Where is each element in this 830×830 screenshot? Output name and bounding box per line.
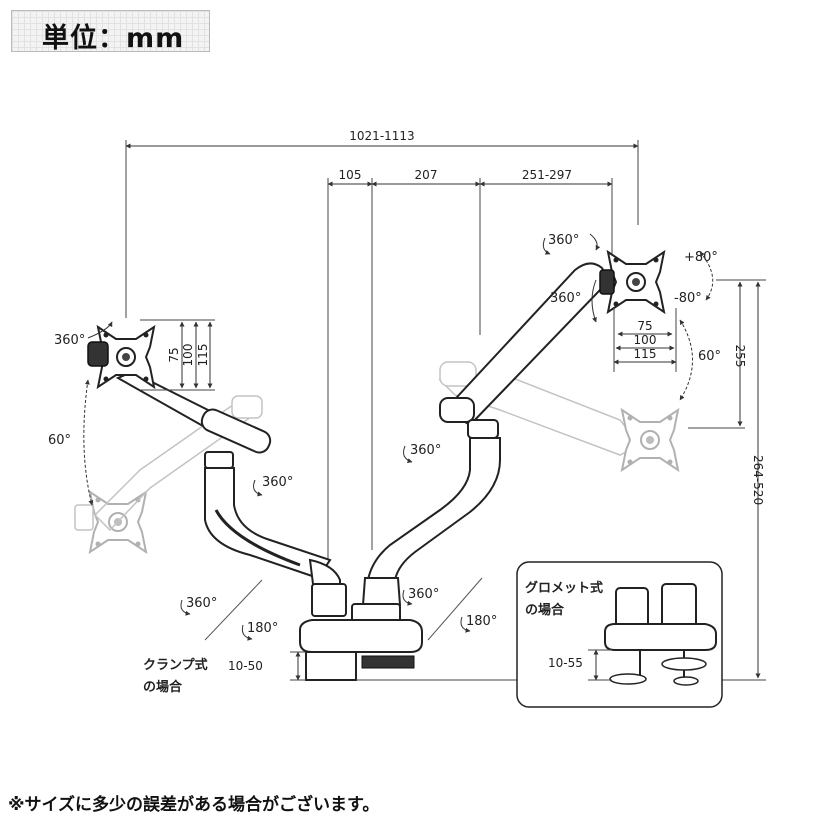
grommet-label-line2: の場合 xyxy=(525,602,565,618)
right-joint-360-label: 360° xyxy=(410,443,441,458)
right-vesa-75-label: 75 xyxy=(637,319,652,333)
grommet-range-label: 10-55 xyxy=(548,656,583,670)
tilt-minus80-label: -80° xyxy=(674,291,702,306)
right-side-360-label: 360° xyxy=(550,291,581,306)
unit-badge: 単位：mm xyxy=(11,10,210,54)
base-left-360-label: 360° xyxy=(186,596,217,611)
grommet-inset: グロメット式 の場合 10-55 xyxy=(516,561,723,708)
height-dims: 255 264-520 xyxy=(688,279,766,681)
base-right-180-label: 180° xyxy=(466,614,497,629)
left-vesa-75-label: 75 xyxy=(167,347,181,362)
dim-segments: 105 207 251-297 xyxy=(327,168,613,560)
dim-207-label: 207 xyxy=(415,168,438,182)
dim-251-297-label: 251-297 xyxy=(522,168,572,182)
left-rot-360-label: 360° xyxy=(54,333,85,348)
left-joint-360-label: 360° xyxy=(262,475,293,490)
base-rotation-marks: 360° 180° 360° 180° xyxy=(180,577,497,641)
dim-total-width-label: 1021-1113 xyxy=(349,129,414,143)
right-vesa-100-label: 100 xyxy=(634,333,657,347)
footnote: ※サイズに多少の誤差がある場合がございます。 xyxy=(8,795,380,815)
grommet-label-line1: グロメット式 xyxy=(525,580,603,596)
unit-label: 単位：mm xyxy=(42,23,185,54)
right-vesa-dims: 75 100 115 xyxy=(613,308,677,372)
dim-total-width: 1021-1113 xyxy=(125,129,639,318)
base-clamp: 10-50 クランプ式 の場合 xyxy=(143,583,760,695)
dim-105-label: 105 xyxy=(339,168,362,182)
tilt-plus80-label: +80° xyxy=(684,250,718,265)
left-ghost-monitor xyxy=(74,395,263,553)
left-vesa-dims: 75 100 115 xyxy=(140,319,215,391)
right-arm: 360° 360° +80° -80° 60° 360° xyxy=(361,233,721,606)
left-vesa-115-label: 115 xyxy=(196,344,210,367)
left-joint-rot: 360° xyxy=(253,475,293,497)
height-255-label: 255 xyxy=(733,345,747,368)
height-total-label: 264-520 xyxy=(751,455,765,505)
left-vesa-100-label: 100 xyxy=(181,344,195,367)
left-arm: 360° 60° xyxy=(48,321,341,601)
clamp-range-label: 10-50 xyxy=(228,659,263,673)
left-tilt-60-label: 60° xyxy=(48,433,71,448)
clamp-label-line1: クランプ式 xyxy=(143,657,208,673)
right-top-360-label: 360° xyxy=(548,233,579,248)
base-mid-360-label: 360° xyxy=(408,587,439,602)
base-left-180-label: 180° xyxy=(247,621,278,636)
right-vesa-115-label: 115 xyxy=(634,347,657,361)
clamp-label-line2: の場合 xyxy=(143,679,183,695)
right-tilt-60-label: 60° xyxy=(698,349,721,364)
